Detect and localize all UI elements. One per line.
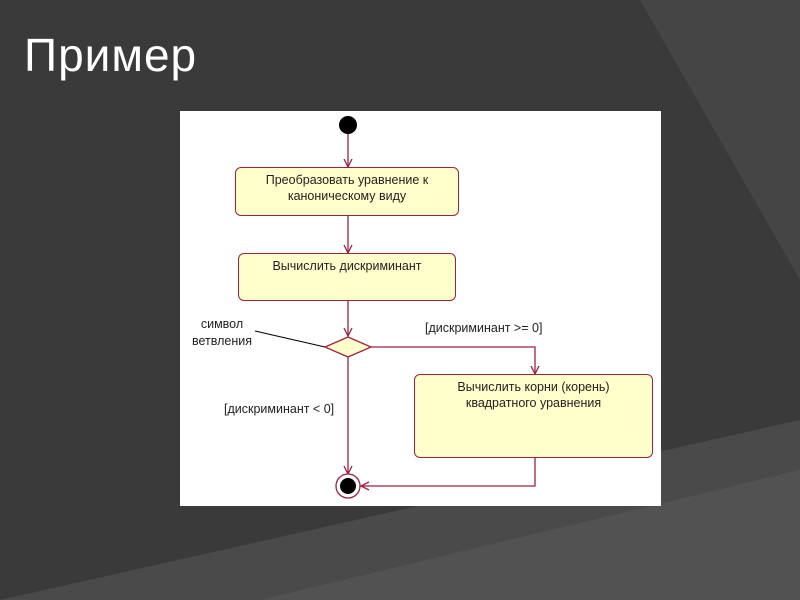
node-compute-discriminant: Вычислить дискриминант [238, 253, 456, 301]
start-node [339, 116, 357, 134]
slide-title: Пример [24, 29, 198, 81]
end-node-inner [340, 478, 356, 494]
node-discriminant-label: Вычислить дискриминант [272, 259, 422, 273]
node-transform-equation: Преобразовать уравнение к каноническому … [235, 167, 459, 216]
decision-diamond [323, 336, 373, 358]
node-compute-roots: Вычислить корни (корень) квадратного ура… [414, 374, 653, 458]
arrow-roots-to-end [361, 458, 536, 486]
label-guard-ge-zero: [дискриминант >= 0] [425, 321, 543, 335]
label-guard-lt-zero: [дискриминант < 0] [224, 402, 335, 416]
branch-symbol-pointer [254, 330, 326, 348]
node-transform-label: Преобразовать уравнение к каноническому … [265, 173, 429, 203]
activity-diagram: Преобразовать уравнение к каноническому … [180, 111, 661, 506]
diagram-connectors [254, 116, 661, 499]
node-roots-label: Вычислить корни (корень) квадратного ура… [457, 380, 610, 410]
arrow-decision-to-roots [371, 346, 535, 374]
label-branch-symbol: символ ветвления [192, 317, 253, 348]
